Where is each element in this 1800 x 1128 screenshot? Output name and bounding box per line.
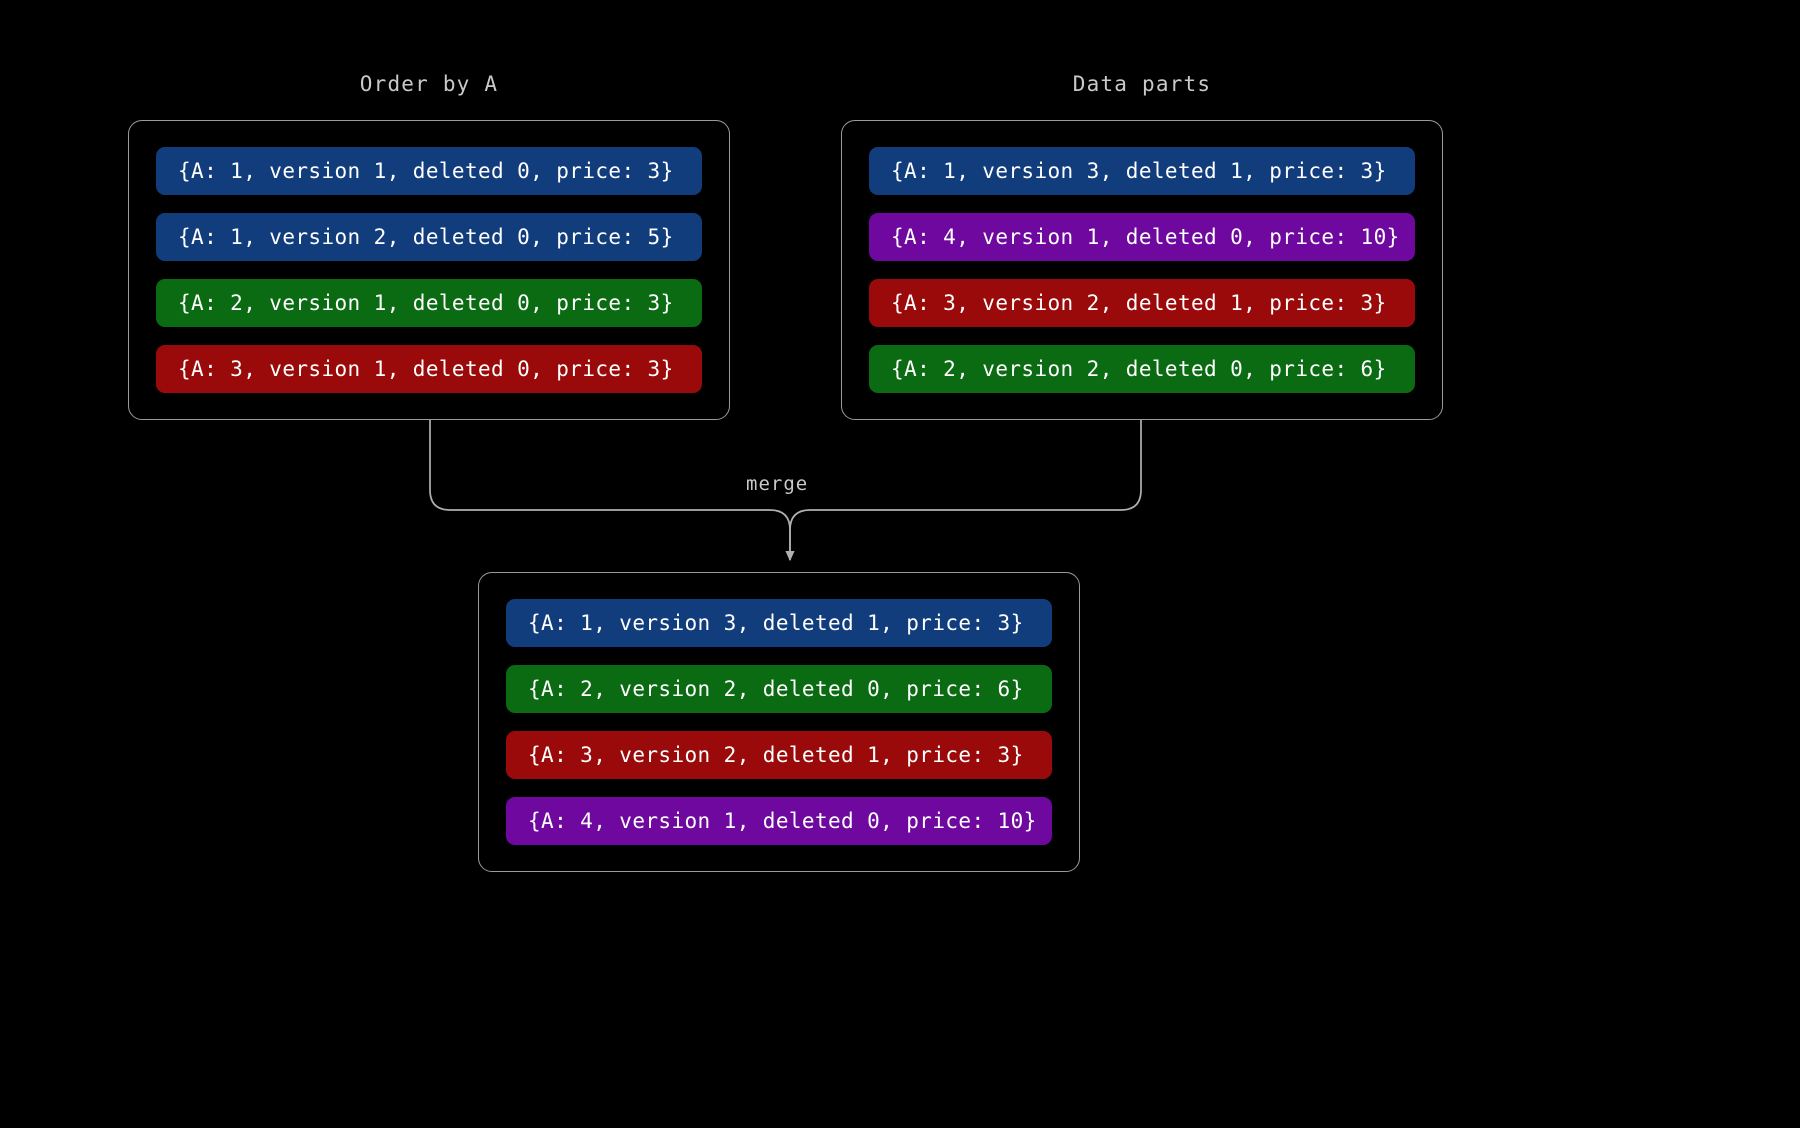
group-box-order-by-a: {A: 1, version 1, deleted 0, price: 3} {…	[128, 120, 730, 420]
data-row[interactable]: {A: 4, version 1, deleted 0, price: 10}	[869, 213, 1415, 261]
data-row[interactable]: {A: 1, version 1, deleted 0, price: 3}	[156, 147, 702, 195]
group-title-data-parts: Data parts	[1072, 72, 1212, 96]
group-title-order-by-a: Order by A	[359, 72, 499, 96]
data-row[interactable]: {A: 4, version 1, deleted 0, price: 10}	[506, 797, 1052, 845]
data-row[interactable]: {A: 3, version 2, deleted 1, price: 3}	[869, 279, 1415, 327]
data-row[interactable]: {A: 2, version 1, deleted 0, price: 3}	[156, 279, 702, 327]
group-rows-order-by-a: {A: 1, version 1, deleted 0, price: 3} {…	[129, 121, 729, 419]
data-row[interactable]: {A: 2, version 2, deleted 0, price: 6}	[869, 345, 1415, 393]
data-row[interactable]: {A: 2, version 2, deleted 0, price: 6}	[506, 665, 1052, 713]
data-row[interactable]: {A: 3, version 1, deleted 0, price: 3}	[156, 345, 702, 393]
data-row[interactable]: {A: 1, version 2, deleted 0, price: 5}	[156, 213, 702, 261]
data-row[interactable]: {A: 3, version 2, deleted 1, price: 3}	[506, 731, 1052, 779]
group-box-merged-result: {A: 1, version 3, deleted 1, price: 3} {…	[478, 572, 1080, 872]
data-row[interactable]: {A: 1, version 3, deleted 1, price: 3}	[869, 147, 1415, 195]
edge-label-merge: merge	[746, 473, 809, 495]
data-row[interactable]: {A: 1, version 3, deleted 1, price: 3}	[506, 599, 1052, 647]
group-box-data-parts: {A: 1, version 3, deleted 1, price: 3} {…	[841, 120, 1443, 420]
edge-order-to-merge	[429, 420, 795, 561]
group-rows-merged-result: {A: 1, version 3, deleted 1, price: 3} {…	[479, 573, 1079, 871]
edge-parts-to-merge	[785, 420, 1142, 561]
group-rows-data-parts: {A: 1, version 3, deleted 1, price: 3} {…	[842, 121, 1442, 419]
